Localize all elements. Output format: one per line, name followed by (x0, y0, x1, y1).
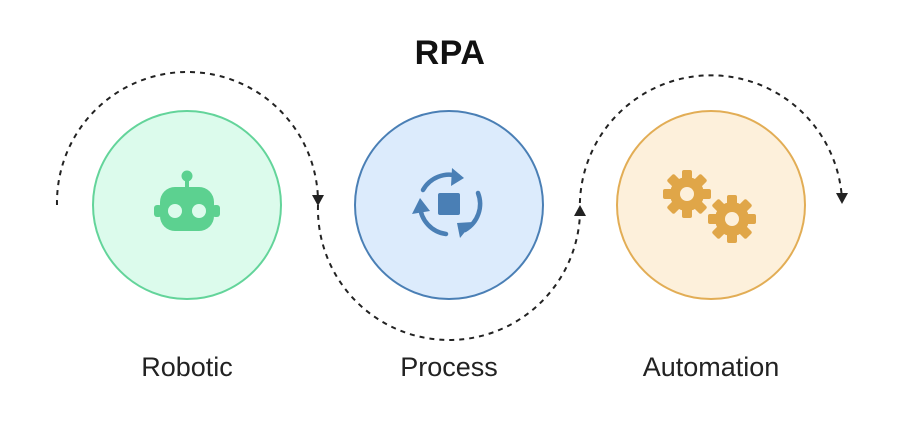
stage-label-process: Process (400, 352, 498, 382)
refresh-cycle-icon (412, 168, 483, 238)
diagram-title: RPA (414, 34, 486, 72)
connector-paths (55, 71, 843, 341)
automation-circle (616, 110, 806, 300)
robot-icon (154, 170, 220, 231)
connector-arc-top-right (578, 74, 843, 214)
connector-arc-bottom-middle (316, 204, 581, 341)
arrowhead-down-right (836, 193, 848, 204)
arrowhead-down-left (312, 195, 324, 206)
gears-icon (663, 170, 756, 243)
connector-arc-top-left (55, 71, 319, 206)
stage-label-robotic: Robotic (141, 352, 233, 382)
stage-label-automation: Automation (642, 352, 780, 382)
arrowhead-up-middle (574, 205, 586, 216)
